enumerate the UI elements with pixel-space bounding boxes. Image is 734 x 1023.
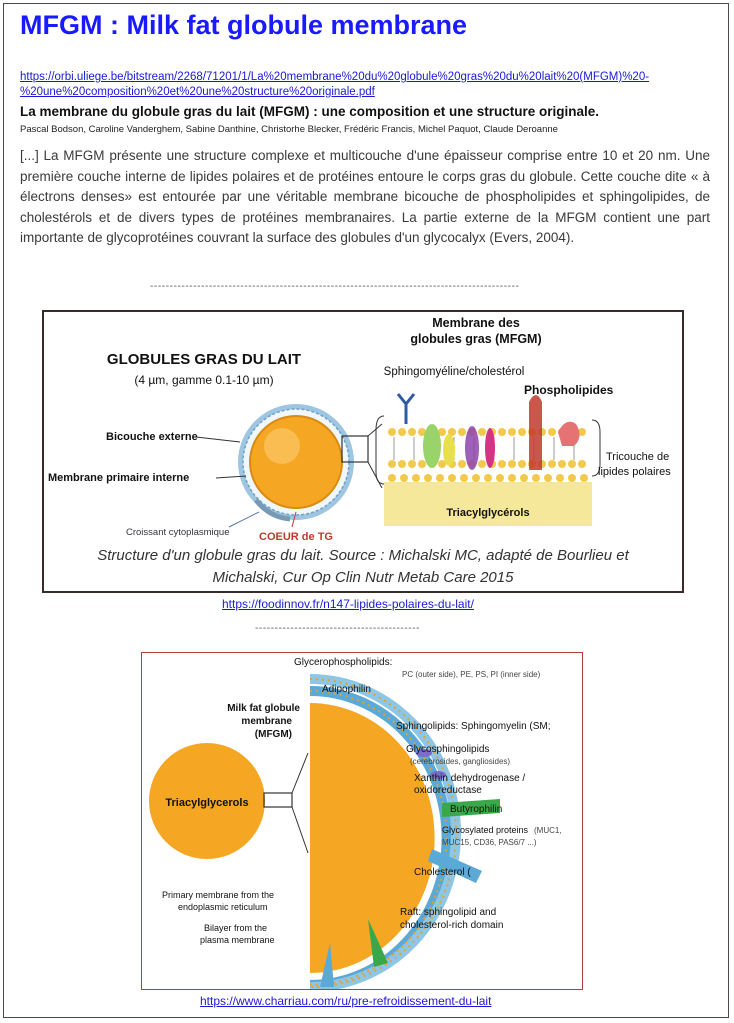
tag-globule-small bbox=[149, 743, 265, 859]
fig2-label-bilayer: Bilayer from the bbox=[204, 923, 267, 933]
zoom-line bbox=[367, 461, 383, 489]
leader-line bbox=[291, 511, 297, 528]
fig2-label-mfgm-3: (MFGM) bbox=[255, 729, 292, 740]
fig2-label-xanthin-2: oxidoreductase bbox=[414, 785, 482, 796]
page-frame bbox=[3, 3, 729, 1018]
butyrophilin-shape bbox=[442, 799, 500, 817]
fig1-label-tricouche-2: lipides polaires bbox=[598, 466, 671, 478]
leader-line bbox=[215, 475, 247, 479]
fig1-heading: GLOBULES GRAS DU LAIT bbox=[107, 351, 301, 368]
label-croissant: Croissant cytoplasmique bbox=[126, 527, 230, 538]
protein-yellow-icon bbox=[443, 434, 455, 466]
fig2-label-glycosph-sub: (cerebrosides, gangliosides) bbox=[410, 757, 510, 766]
lipid-heads-inner bbox=[309, 690, 448, 986]
paper-title: La membrane du globule gras du lait (MFG… bbox=[20, 104, 600, 119]
tag-globule-zoomed bbox=[310, 703, 435, 973]
lipid-tails bbox=[393, 437, 575, 460]
protein-red-icon bbox=[529, 395, 542, 470]
fig1-caption-line-2: Michalski, Cur Op Clin Nutr Metab Care 2… bbox=[212, 569, 514, 586]
fig2-label-cholesterol: Cholesterol ( bbox=[414, 867, 471, 878]
glycosphingolipid-icon bbox=[416, 749, 432, 757]
globule-tg-core bbox=[249, 415, 343, 509]
abstract-text: [...] La MFGM présente une structure com… bbox=[20, 148, 710, 245]
protein-green-icon bbox=[423, 424, 441, 468]
cholesterol-cluster-icon bbox=[485, 428, 495, 468]
figure-milk-fat-globule-fr: GLOBULES GRAS DU LAIT (4 µm, gamme 0.1-1… bbox=[42, 310, 684, 593]
fig1-caption-line-1: Structure d'un globule gras du lait. Sou… bbox=[97, 547, 629, 564]
fig1-label-sphingo: Sphingomyéline/cholestérol bbox=[384, 366, 525, 378]
fig2-label-primary-2: endoplasmic reticulum bbox=[178, 902, 268, 912]
zoom-line bbox=[291, 752, 309, 794]
xanthin-icon bbox=[430, 771, 446, 779]
fig2-label-triacyl: Triacylglycerols bbox=[165, 797, 248, 809]
fig2-label-raft: Raft: sphingolipid and bbox=[400, 907, 496, 918]
glycoprotein-icon bbox=[396, 393, 416, 424]
leader-line bbox=[195, 436, 241, 443]
protein-pink-icon bbox=[558, 421, 580, 446]
fig2-label-glycoprot-sub: (MUC1, bbox=[534, 826, 562, 835]
zoom-line bbox=[367, 423, 383, 437]
fig2-label-glycoprot-sub-2: MUC15, CD36, PAS6/7 ...) bbox=[442, 838, 537, 847]
bracket-left bbox=[375, 415, 385, 485]
fig1-label-membrane: Membrane des bbox=[432, 316, 520, 330]
figure-milk-fat-globule-en: Triacylglycerols Glycerophospholipids: P… bbox=[141, 652, 583, 992]
fig2-label-raft-2: cholesterol-rich domain bbox=[400, 920, 503, 931]
fig2-label-adipophilin: Adipophilin bbox=[322, 684, 371, 695]
page-title: MFGM : Milk fat globule membrane bbox=[20, 10, 468, 40]
sphingomyelin-cluster-icon bbox=[465, 426, 479, 470]
label-membrane-primaire: Membrane primaire interne bbox=[48, 472, 189, 484]
separator: ----------------------------------------… bbox=[255, 623, 421, 634]
fig1-caption: Structure d'un globule gras du lait. Sou… bbox=[44, 545, 682, 589]
globule-highlight bbox=[264, 428, 300, 464]
zoom-line bbox=[291, 806, 309, 854]
fig1-label-membrane-2: globules gras (MFGM) bbox=[410, 332, 541, 346]
fig2-label-sphingolipids: Sphingolipids: Sphingomyelin (SM; bbox=[396, 721, 551, 732]
fig2-label-mfgm: Milk fat globule bbox=[227, 703, 300, 714]
zoom-region bbox=[263, 792, 293, 808]
leader-line bbox=[228, 511, 260, 528]
fig2-label-bilayer-2: plasma membrane bbox=[200, 935, 275, 945]
fig2-label-glycoprot: Glycosylated proteins bbox=[442, 825, 529, 835]
source-pdf-link[interactable]: https://orbi.uliege.be/bitstream/2268/71… bbox=[20, 71, 650, 98]
triacylglycerol-layer bbox=[384, 482, 592, 526]
figure-1-illustration: GLOBULES GRAS DU LAIT (4 µm, gamme 0.1-1… bbox=[48, 316, 671, 543]
charriau-link[interactable]: https://www.charriau.com/ru/pre-refroidi… bbox=[200, 994, 492, 1008]
fig1-label-triacyl: Triacylglycérols bbox=[446, 507, 529, 519]
fig2-label-glycosphingolipids: Glycosphingolipids bbox=[406, 744, 489, 755]
fig1-subheading: (4 µm, gamme 0.1-10 µm) bbox=[134, 373, 273, 387]
cytoplasmic-crescent bbox=[254, 498, 291, 522]
fig1-label-tricouche: Tricouche de bbox=[606, 451, 669, 463]
fig2-label-glycero: Glycerophospholipids: bbox=[294, 657, 392, 668]
glycoprotein-shape bbox=[428, 849, 482, 883]
bracket-right bbox=[591, 419, 601, 477]
fig2-label-primary: Primary membrane from the bbox=[162, 890, 274, 900]
foodinnov-link[interactable]: https://foodinnov.fr/n147-lipides-polair… bbox=[222, 597, 474, 611]
fig2-label-mfgm-2: membrane bbox=[241, 716, 292, 727]
label-coeur-tg: COEUR de TG bbox=[259, 531, 333, 543]
zoom-region bbox=[341, 435, 369, 463]
fig2-label-xanthin: Xanthin dehydrogenase / bbox=[414, 773, 525, 784]
lipid-heads-outer bbox=[309, 678, 457, 988]
fig2-label-butyrophilin: Butyrophilin bbox=[450, 804, 502, 815]
fig2-label-glycero-sub: PC (outer side), PE, PS, PI (inner side) bbox=[402, 670, 541, 679]
label-bicouche-externe: Bicouche externe bbox=[106, 431, 198, 443]
raft-protein-shape bbox=[368, 919, 388, 967]
paper-authors: Pascal Bodson, Caroline Vanderghem, Sabi… bbox=[20, 124, 558, 135]
figure-2-illustration: Triacylglycerols Glycerophospholipids: P… bbox=[149, 657, 562, 992]
separator: ----------------------------------------… bbox=[150, 281, 520, 292]
fig1-label-phospholipides: Phospholipides bbox=[524, 383, 614, 397]
bilayer-protein-shape bbox=[320, 943, 334, 987]
